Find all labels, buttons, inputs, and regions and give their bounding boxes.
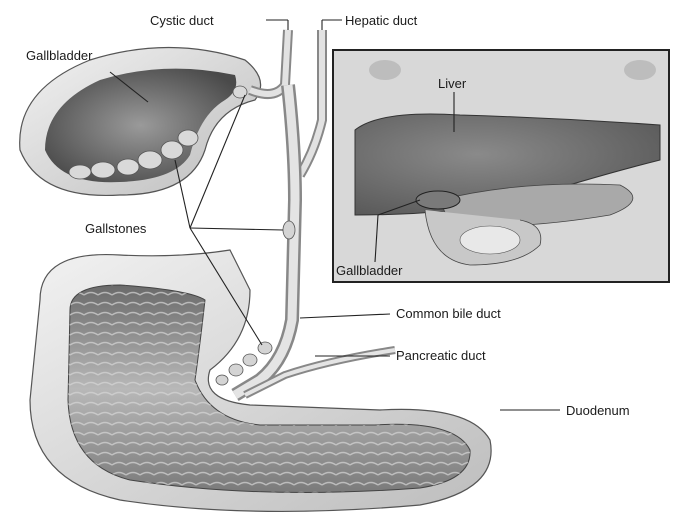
inset-gallbladder-label: Gallbladder xyxy=(336,263,403,278)
cystic-duct-label: Cystic duct xyxy=(150,13,214,28)
gallstones-label: Gallstones xyxy=(85,221,147,236)
gallbladder-shape xyxy=(20,48,261,196)
inset-liver-label: Liver xyxy=(438,76,467,91)
gallbladder-label: Gallbladder xyxy=(26,48,93,63)
inset-panel xyxy=(333,50,669,282)
common-bile-duct-label: Common bile duct xyxy=(396,306,501,321)
duodenum-label: Duodenum xyxy=(566,403,630,418)
pancreatic-duct-label: Pancreatic duct xyxy=(396,348,486,363)
hepatic-duct-label: Hepatic duct xyxy=(345,13,418,28)
